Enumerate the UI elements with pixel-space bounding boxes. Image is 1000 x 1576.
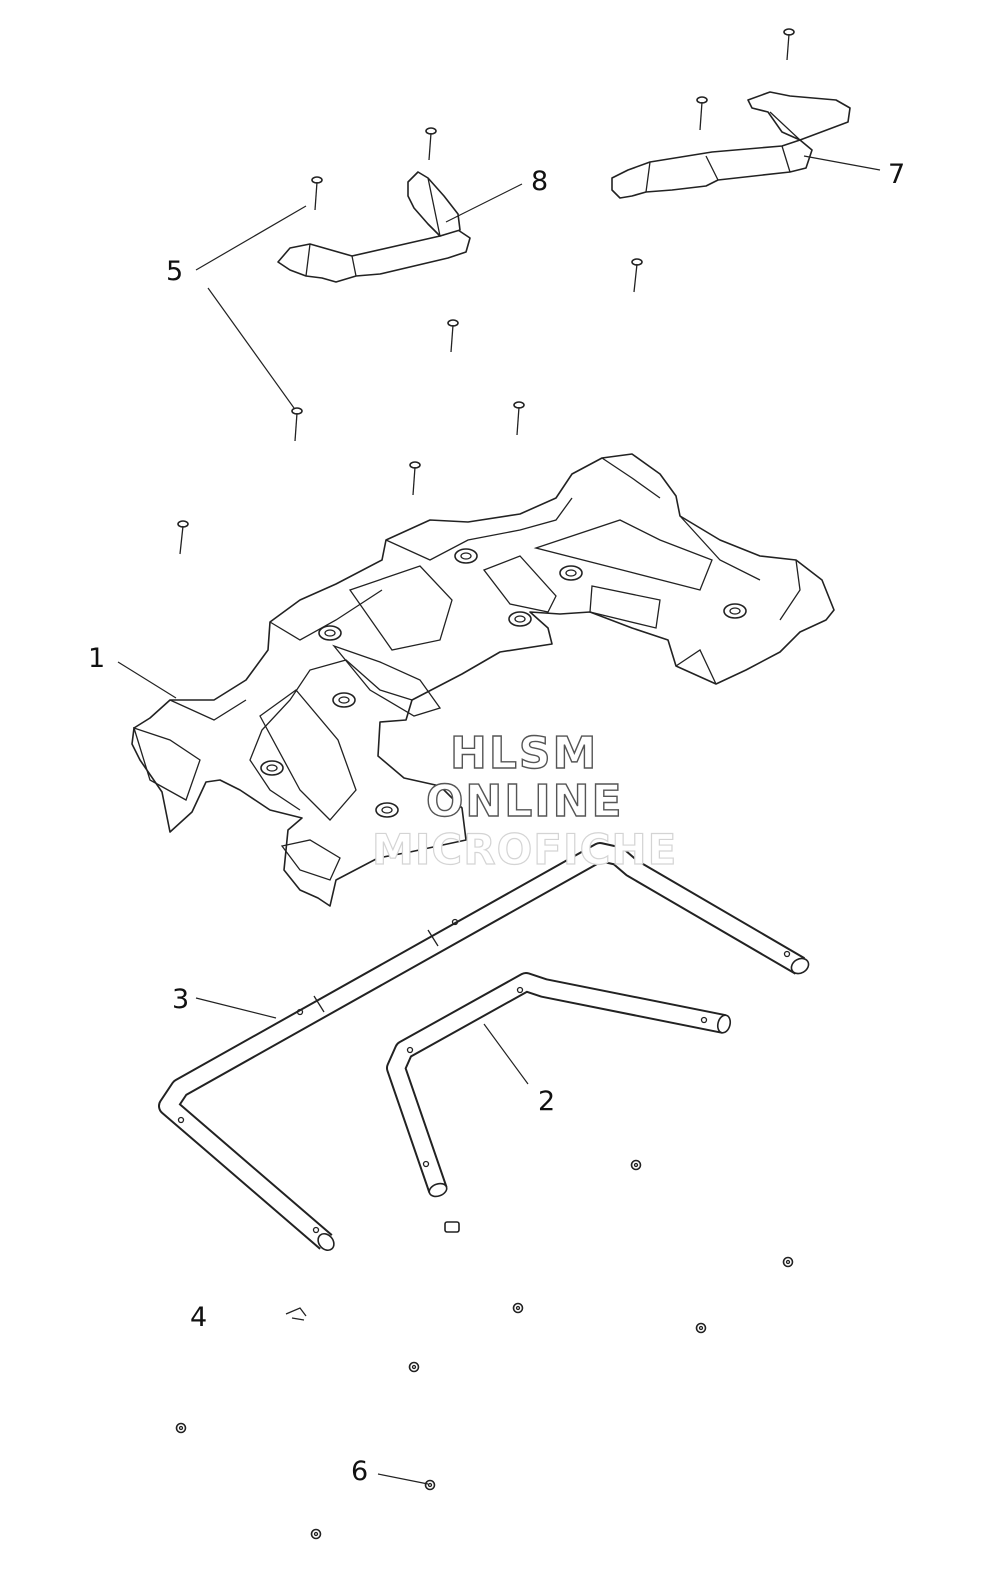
bolt bbox=[696, 96, 708, 131]
bolt bbox=[513, 401, 525, 436]
callout-8: 8 bbox=[531, 166, 548, 197]
bolt bbox=[631, 258, 643, 293]
bracket-7 bbox=[611, 91, 851, 199]
bolt bbox=[291, 407, 303, 442]
bolt bbox=[177, 520, 189, 555]
nut bbox=[630, 1159, 642, 1171]
callout-1: 1 bbox=[88, 643, 105, 674]
bolt bbox=[783, 28, 795, 61]
callout-3: 3 bbox=[172, 984, 189, 1015]
callout-4: 4 bbox=[190, 1302, 207, 1333]
bolt bbox=[311, 176, 323, 211]
callout-6: 6 bbox=[351, 1456, 368, 1487]
bolt-group bbox=[177, 28, 795, 555]
nut bbox=[175, 1422, 187, 1434]
nut bbox=[695, 1322, 707, 1334]
watermark-line-3: MICROFICHE bbox=[372, 825, 677, 874]
nut bbox=[512, 1302, 524, 1314]
bolt bbox=[409, 461, 421, 496]
callout-5: 5 bbox=[166, 256, 183, 287]
rack-1 bbox=[131, 453, 835, 907]
callout-labels: 1 2 3 4 5 6 7 8 bbox=[88, 159, 905, 1487]
watermark-line-2: ONLINE bbox=[426, 776, 624, 827]
rail-3 bbox=[158, 842, 810, 1252]
nut bbox=[424, 1479, 436, 1491]
nut bbox=[310, 1528, 322, 1540]
bolt bbox=[425, 127, 437, 161]
leader-lines bbox=[117, 155, 881, 1485]
callout-7: 7 bbox=[888, 159, 905, 190]
nut-group bbox=[175, 1159, 794, 1540]
watermark: HLSM ONLINE MICROFICHE bbox=[371, 727, 677, 874]
clip-4 bbox=[285, 1221, 460, 1321]
nut bbox=[408, 1361, 420, 1373]
nut bbox=[782, 1256, 794, 1268]
watermark-line-1: HLSM bbox=[450, 728, 598, 779]
bolt bbox=[447, 319, 459, 353]
callout-2: 2 bbox=[538, 1086, 555, 1117]
rail-2 bbox=[386, 972, 732, 1198]
bracket-8 bbox=[277, 171, 471, 283]
